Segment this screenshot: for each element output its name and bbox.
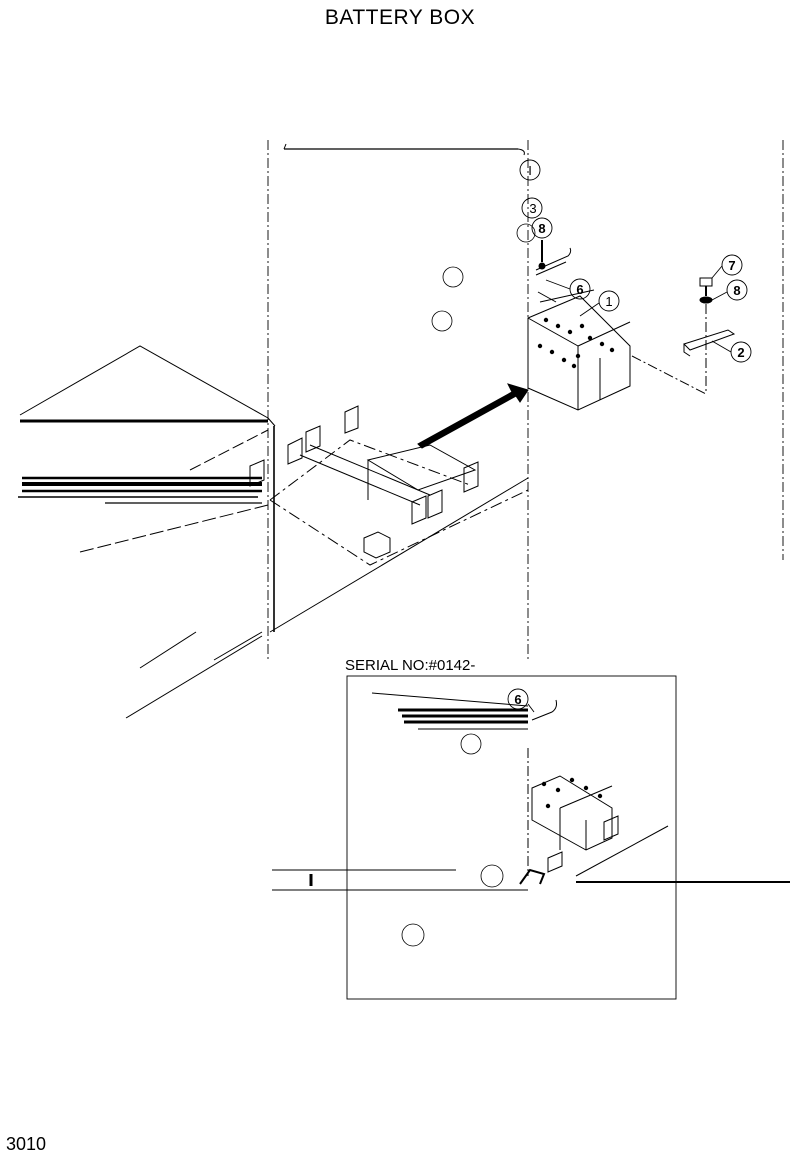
callout-1 [579, 290, 620, 317]
callout-label-1: 1 [605, 294, 612, 309]
callout-label-2: 2 [737, 345, 744, 360]
callout-label-6: 6 [576, 282, 583, 297]
page-number: 3010 [6, 1134, 47, 1154]
callout-7 [711, 254, 743, 279]
callout-label-8-left: 8 [538, 221, 545, 236]
callout-label-3: 3 [529, 201, 536, 216]
callout-8-right [711, 279, 748, 301]
callout-label-6-inset: 6 [514, 692, 521, 707]
left-cabinet [18, 345, 276, 632]
page-title: BATTERY BOX [324, 6, 476, 29]
callout-2 [711, 340, 752, 363]
serial-note: SERIAL NO:#0142- [345, 657, 476, 674]
callout-label-1-top: I [528, 163, 532, 178]
frame-lines [267, 140, 784, 660]
direction-arrow [417, 383, 529, 449]
batteries [527, 240, 631, 411]
serial-inset [272, 675, 790, 1000]
callout-label-7: 7 [728, 258, 735, 273]
top-rod [283, 143, 525, 156]
callout-label-8-right: 8 [733, 283, 740, 298]
empty-callouts [401, 223, 536, 947]
clamp-assembly [631, 277, 736, 395]
callout-markers [507, 159, 752, 713]
callout-8-left [531, 217, 553, 239]
callout-3 [521, 197, 543, 219]
floor-lines [125, 477, 529, 719]
callout-1-top [519, 159, 541, 181]
callout-6 [545, 278, 591, 300]
battery-tray [249, 405, 529, 566]
